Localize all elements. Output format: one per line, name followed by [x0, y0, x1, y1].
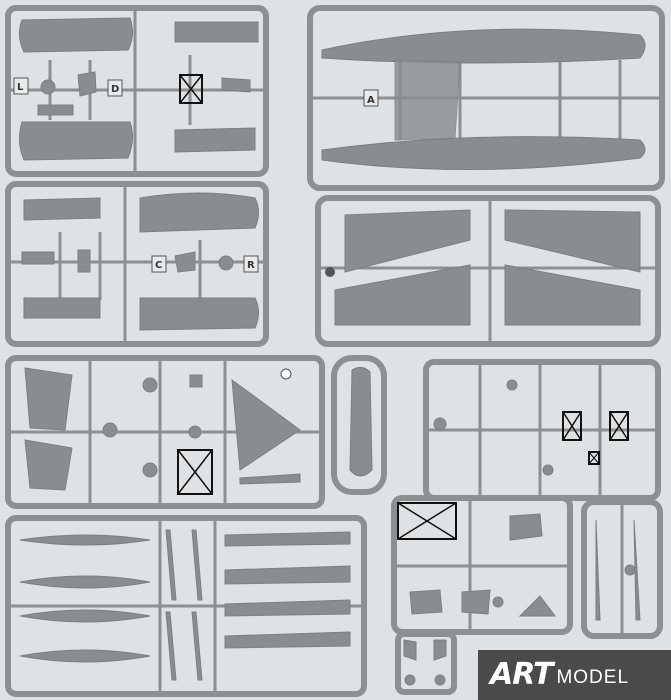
sprue-frame-small-parts [5, 355, 325, 509]
sprue-letter-r: R [247, 260, 255, 271]
sprue-frame-gear [581, 499, 663, 639]
sprue-frame-fuselage [331, 355, 387, 495]
sprue-letter-a: A [367, 95, 375, 106]
sprue-frame-ld [5, 5, 269, 177]
sprue-frame-canopy [391, 495, 573, 635]
sprue-frame-a [307, 5, 665, 191]
sprue-frame-struts [5, 515, 367, 697]
sprue-frame-clear [395, 631, 457, 695]
sprue-letter-l: L [17, 82, 24, 93]
art-model-logo: ART MODEL [478, 650, 671, 700]
sprue-frame-wings [315, 195, 661, 347]
brand-art: ART [490, 657, 553, 692]
brand-model: MODEL [556, 667, 630, 688]
sprue-frame-detail [423, 359, 661, 501]
sprue-frame-cr [5, 181, 269, 347]
sprue-letter-c: C [155, 260, 162, 271]
sprue-letter-d: D [111, 84, 119, 95]
